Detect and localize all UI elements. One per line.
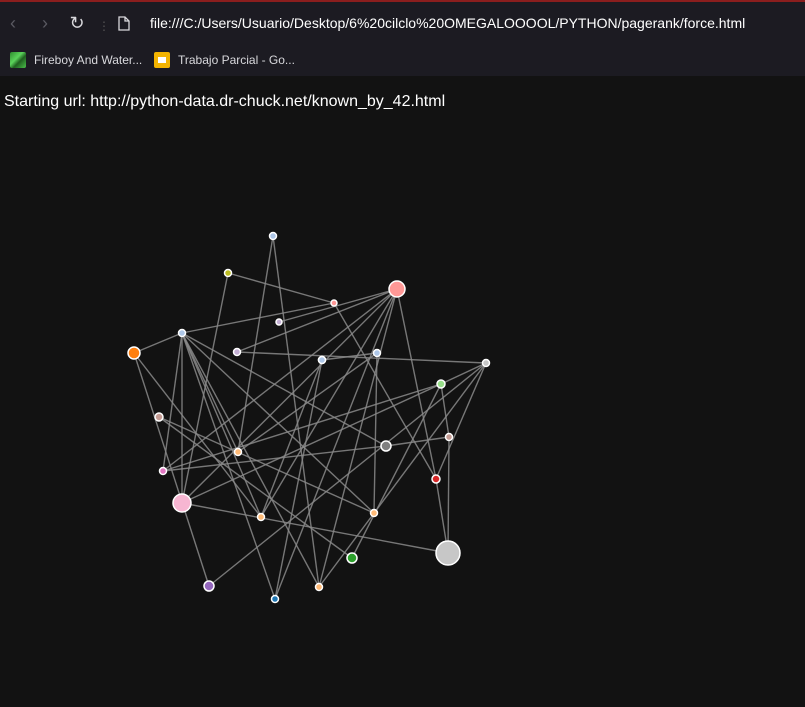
graph-node[interactable] [314, 582, 324, 592]
graph-link [333, 302, 437, 480]
graph-node[interactable] [223, 268, 233, 278]
graph-link [181, 383, 442, 504]
graph-link [396, 288, 437, 480]
graph-node[interactable] [431, 474, 441, 484]
starting-url-text: Starting url: http://python-data.dr-chuc… [4, 93, 446, 110]
graph-link [181, 332, 276, 600]
graph-link [181, 288, 398, 504]
graph-node[interactable] [436, 379, 446, 389]
graph-link [158, 416, 375, 514]
graph-link [236, 288, 398, 353]
graph-node[interactable] [372, 348, 382, 358]
graph-node[interactable] [154, 412, 164, 422]
graph-link [181, 332, 387, 447]
graph-node[interactable] [346, 552, 358, 564]
graph-node[interactable] [435, 540, 461, 566]
graph-node[interactable] [388, 280, 406, 298]
slides-favicon-icon [154, 52, 170, 68]
graph-node[interactable] [256, 512, 266, 522]
graph-node[interactable] [268, 231, 278, 241]
graph-node[interactable] [330, 299, 338, 307]
graph-link [181, 332, 239, 453]
reload-button[interactable]: ↻ [69, 13, 85, 33]
graph-node[interactable] [380, 440, 392, 452]
graph-link [440, 383, 450, 438]
graph-link [133, 352, 262, 518]
browser-toolbar: ‹ › ↻ ⋮ file:///C:/Users/Usuario/Desktop… [0, 2, 805, 44]
graph-link [260, 359, 323, 518]
back-button[interactable]: ‹ [10, 13, 16, 33]
graph-link [321, 352, 378, 361]
toolbar-separator: ⋮ [98, 19, 110, 33]
graph-node[interactable] [270, 594, 280, 604]
graph-link [351, 383, 442, 559]
graph-link [158, 416, 353, 559]
graph-link [278, 288, 398, 323]
graph-node[interactable] [172, 493, 192, 513]
graph-link [260, 288, 398, 518]
graph-node[interactable] [317, 355, 327, 365]
force-graph[interactable] [0, 76, 805, 707]
game-favicon-icon [10, 52, 26, 68]
graph-link [227, 272, 335, 304]
graph-link [181, 502, 449, 554]
graph-node[interactable] [232, 347, 242, 357]
graph-link [133, 332, 183, 354]
bookmark-label: Trabajo Parcial - Go... [178, 53, 295, 67]
graph-link [181, 272, 229, 504]
graph-node[interactable] [127, 346, 141, 360]
graph-node[interactable] [275, 318, 283, 326]
graph-node[interactable] [158, 466, 168, 476]
graph-node[interactable] [444, 432, 454, 442]
graph-link [318, 362, 487, 588]
bookmarks-bar: Fireboy And Water... Trabajo Parcial - G… [0, 44, 805, 76]
graph-link [162, 445, 387, 472]
page-content: Starting url: http://python-data.dr-chuc… [0, 76, 805, 707]
graph-link [318, 288, 398, 588]
bookmark-trabajo-parcial[interactable]: Trabajo Parcial - Go... [154, 51, 295, 69]
bookmark-label: Fireboy And Water... [34, 53, 143, 67]
address-bar[interactable]: file:///C:/Users/Usuario/Desktop/6%20cil… [150, 15, 746, 31]
graph-link [162, 383, 442, 472]
graph-link [435, 362, 487, 480]
graph-node[interactable] [369, 508, 379, 518]
graph-link [236, 351, 487, 364]
graph-link [208, 362, 487, 587]
graph-node[interactable] [177, 328, 187, 338]
graph-link [237, 352, 378, 453]
graph-link [385, 436, 450, 447]
graph-link [237, 235, 274, 453]
bookmark-fireboy[interactable]: Fireboy And Water... [10, 51, 142, 69]
graph-node[interactable] [233, 447, 243, 457]
window-top-border [0, 0, 805, 2]
graph-node[interactable] [203, 580, 215, 592]
graph-link [274, 288, 398, 600]
graph-link [373, 352, 378, 514]
graph-link [440, 362, 487, 385]
graph-link [181, 302, 335, 334]
forward-button[interactable]: › [42, 13, 48, 33]
graph-link [447, 436, 450, 554]
page-icon[interactable] [118, 16, 130, 31]
graph-node[interactable] [481, 358, 491, 368]
